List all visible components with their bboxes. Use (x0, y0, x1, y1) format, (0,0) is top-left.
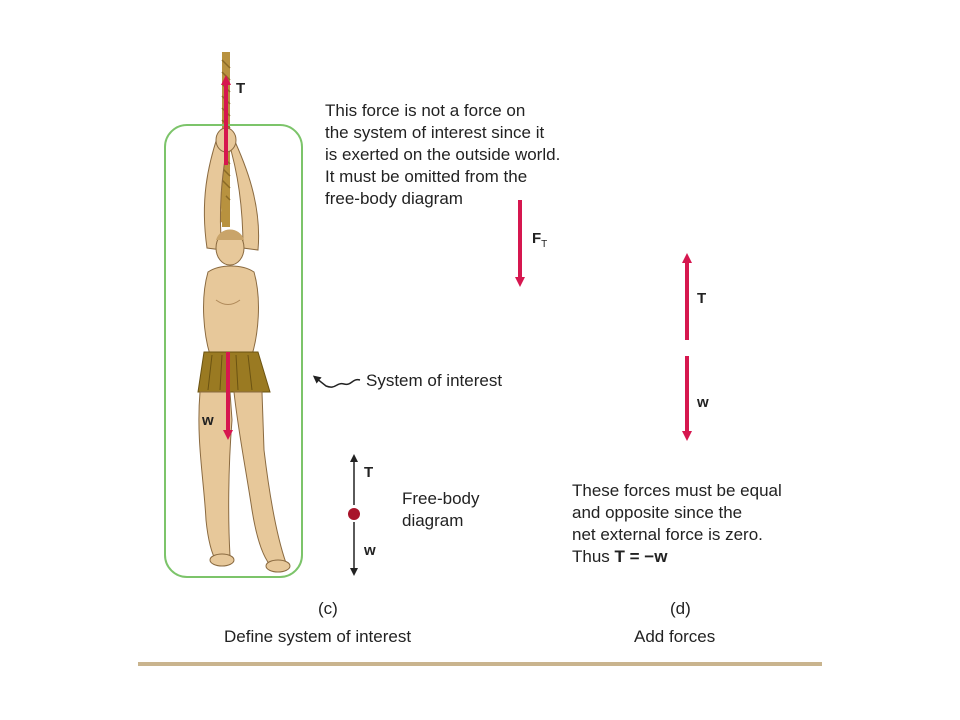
equal-opposite-note: These forces must be equal and opposite … (572, 480, 782, 568)
fbd-tension-label: T (364, 464, 374, 481)
note-line: It must be omitted from the (325, 167, 528, 186)
hanging-man-figure (197, 127, 291, 573)
free-body-diagram (348, 454, 360, 576)
thus-line: Thus T = −w (572, 546, 782, 568)
free-body-caption: Free-body diagram (402, 488, 479, 532)
ft-label-subscript: T (541, 239, 548, 250)
system-of-interest-label: System of interest (366, 371, 503, 390)
note-line: is exerted on the outside world. (325, 145, 561, 164)
fbd-caption-line: Free-body (402, 489, 480, 508)
ft-label-main: F (532, 230, 542, 247)
note-line: the system of interest since it (325, 123, 545, 142)
ft-label: FT (532, 230, 547, 250)
panel-c-letter: (c) (318, 599, 338, 618)
person-weight-label: w (202, 412, 214, 429)
note-line: This force is not a force on (325, 101, 526, 120)
note-line: These forces must be equal (572, 481, 782, 500)
note-line: free-body diagram (325, 189, 463, 208)
d-tension-label: T (697, 290, 707, 307)
d-weight-label: w (697, 394, 709, 411)
system-pointer (312, 375, 361, 388)
fbd-weight-label: w (364, 542, 376, 559)
bottom-rule (138, 662, 822, 666)
panel-d-letter: (d) (670, 599, 691, 618)
note-line: and opposite since the (572, 503, 743, 522)
thus-word: Thus (572, 547, 610, 566)
omitted-force-note: This force is not a force on the system … (325, 100, 560, 210)
rope-tension-label: T (236, 80, 246, 97)
note-line: net external force is zero. (572, 525, 763, 544)
point-mass-dot (348, 508, 360, 520)
system-boundary (164, 124, 303, 578)
equation: T = −w (614, 547, 668, 566)
panel-c-caption: Define system of interest (224, 627, 412, 646)
fbd-caption-line: diagram (402, 511, 464, 530)
panel-d-caption: Add forces (634, 627, 716, 646)
